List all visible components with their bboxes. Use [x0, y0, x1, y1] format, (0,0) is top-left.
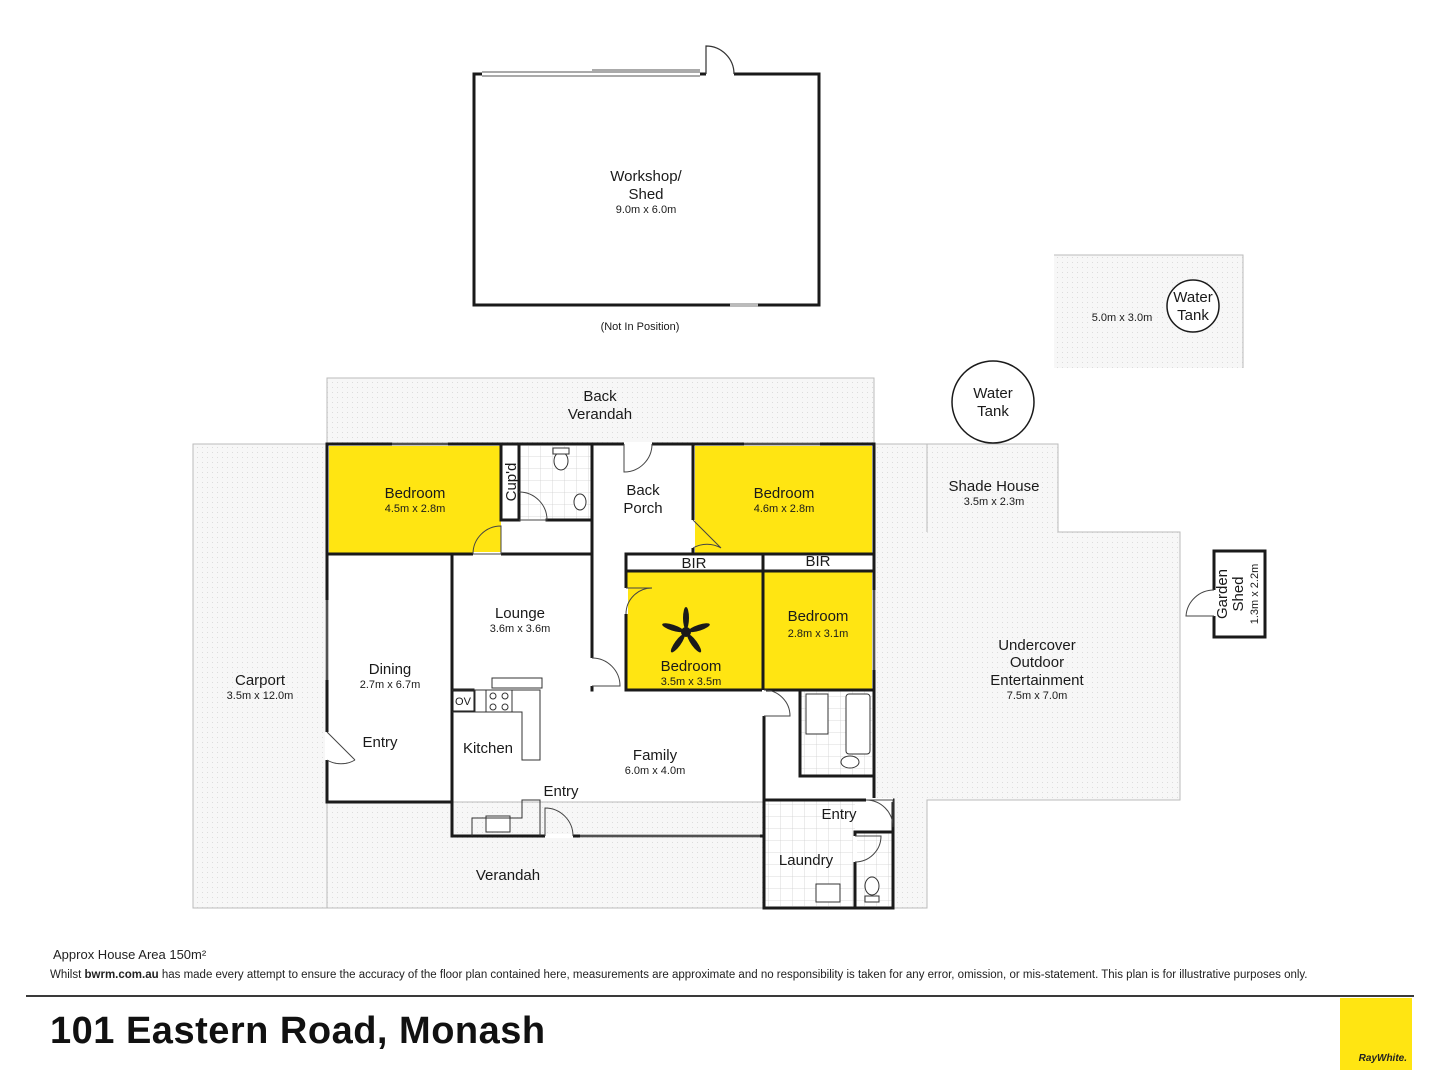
- bedroom-1-dims: 4.5m x 2.8m: [385, 503, 446, 515]
- footer-divider: [26, 995, 1414, 997]
- shade-house-label: Shade House: [949, 478, 1040, 495]
- fixtures: [485, 447, 880, 903]
- workshop-label: Workshop/: [610, 168, 682, 185]
- raywhite-logo: RayWhite.: [1340, 998, 1412, 1070]
- floor-plan: Workshop/ Shed 9.0m x 6.0m (Not In Posit…: [192, 45, 1267, 910]
- bedroom-4-dims: 3.5m x 3.5m: [661, 676, 722, 688]
- bedroom-2-label: Bedroom: [754, 485, 815, 502]
- back-porch-label: Back: [626, 482, 660, 499]
- water-tank: [951, 360, 1035, 444]
- house-area: Approx House Area 150m²: [53, 947, 207, 962]
- bedroom-2-fill: [695, 446, 872, 553]
- tank-yard-tank-label: Water: [1173, 289, 1212, 306]
- shade-house-dims: 3.5m x 2.3m: [964, 496, 1025, 508]
- tank-yard-dims: 5.0m x 3.0m: [1092, 312, 1153, 324]
- cupboard-label: Cup'd: [503, 463, 520, 502]
- raywhite-logo-text: RayWhite.: [1358, 1053, 1407, 1064]
- bir-2-label: BIR: [805, 553, 830, 570]
- workshop-dims: 9.0m x 6.0m: [616, 204, 677, 216]
- entry-laundry-label: Entry: [821, 806, 857, 823]
- bedroom-3-dims: 2.8m x 3.1m: [788, 628, 849, 640]
- lounge-label: Lounge: [495, 605, 545, 622]
- disclaimer-site: bwrm.com.au: [84, 969, 159, 981]
- workshop-shed: [472, 45, 821, 307]
- bedroom-1-label: Bedroom: [385, 485, 446, 502]
- outdoor-label: Undercover: [998, 637, 1076, 654]
- family-label: Family: [633, 747, 678, 764]
- disclaimer: Whilst bwrm.com.au has made every attemp…: [50, 969, 1308, 981]
- disclaimer-post: has made every attempt to ensure the acc…: [158, 969, 1308, 981]
- windows: [325, 442, 876, 838]
- workshop-label-2: Shed: [628, 186, 663, 203]
- family-dims: 6.0m x 4.0m: [625, 765, 686, 777]
- garden-shed-label: Garden: [1214, 569, 1231, 619]
- entry-family-label: Entry: [543, 783, 579, 800]
- garden-shed: [1185, 549, 1267, 639]
- tank-yard-tank-label-2: Tank: [1177, 307, 1209, 324]
- back-verandah-label: Back: [583, 388, 617, 405]
- bedroom-3-fill: [763, 571, 872, 689]
- outdoor-label-3: Entertainment: [990, 672, 1084, 689]
- kitchen-benches: [452, 689, 541, 836]
- garden-shed-label-2: Shed: [1230, 576, 1247, 611]
- water-tank-label: Water: [973, 385, 1012, 402]
- bedroom-3-label: Bedroom: [788, 608, 849, 625]
- carport-label: Carport: [235, 672, 286, 689]
- bir-1-label: BIR: [681, 555, 706, 572]
- not-in-position-note: (Not In Position): [601, 321, 680, 333]
- oven-label: OV: [455, 696, 472, 708]
- door-swings: [326, 443, 894, 863]
- water-tank-label-2: Tank: [977, 403, 1009, 420]
- property-address: 101 Eastern Road, Monash: [50, 1010, 546, 1052]
- verandah-label: Verandah: [476, 867, 540, 884]
- bedroom-4-label: Bedroom: [661, 658, 722, 675]
- ceiling-fan-icon: [662, 607, 710, 653]
- laundry-label: Laundry: [779, 852, 834, 869]
- outdoor-dims: 7.5m x 7.0m: [1007, 690, 1068, 702]
- wc-tiles: [856, 832, 894, 906]
- lounge-dims: 3.6m x 3.6m: [490, 623, 551, 635]
- bedroom-2-dims: 4.6m x 2.8m: [754, 503, 815, 515]
- entry-dining-label: Entry: [362, 734, 398, 751]
- garden-shed-dims: 1.3m x 2.2m: [1249, 564, 1261, 625]
- outdoor-label-2: Outdoor: [1010, 654, 1064, 671]
- disclaimer-pre: Whilst: [50, 969, 85, 981]
- dining-dims: 2.7m x 6.7m: [360, 679, 421, 691]
- tank-yard: [1054, 254, 1244, 368]
- back-porch-label-2: Porch: [623, 500, 662, 517]
- back-verandah-label-2: Verandah: [568, 406, 632, 423]
- dining-label: Dining: [369, 661, 412, 678]
- bedroom-1-fill: [329, 446, 501, 553]
- carport-dims: 3.5m x 12.0m: [227, 690, 294, 702]
- kitchen-label: Kitchen: [463, 740, 513, 757]
- oven-box: [452, 690, 475, 712]
